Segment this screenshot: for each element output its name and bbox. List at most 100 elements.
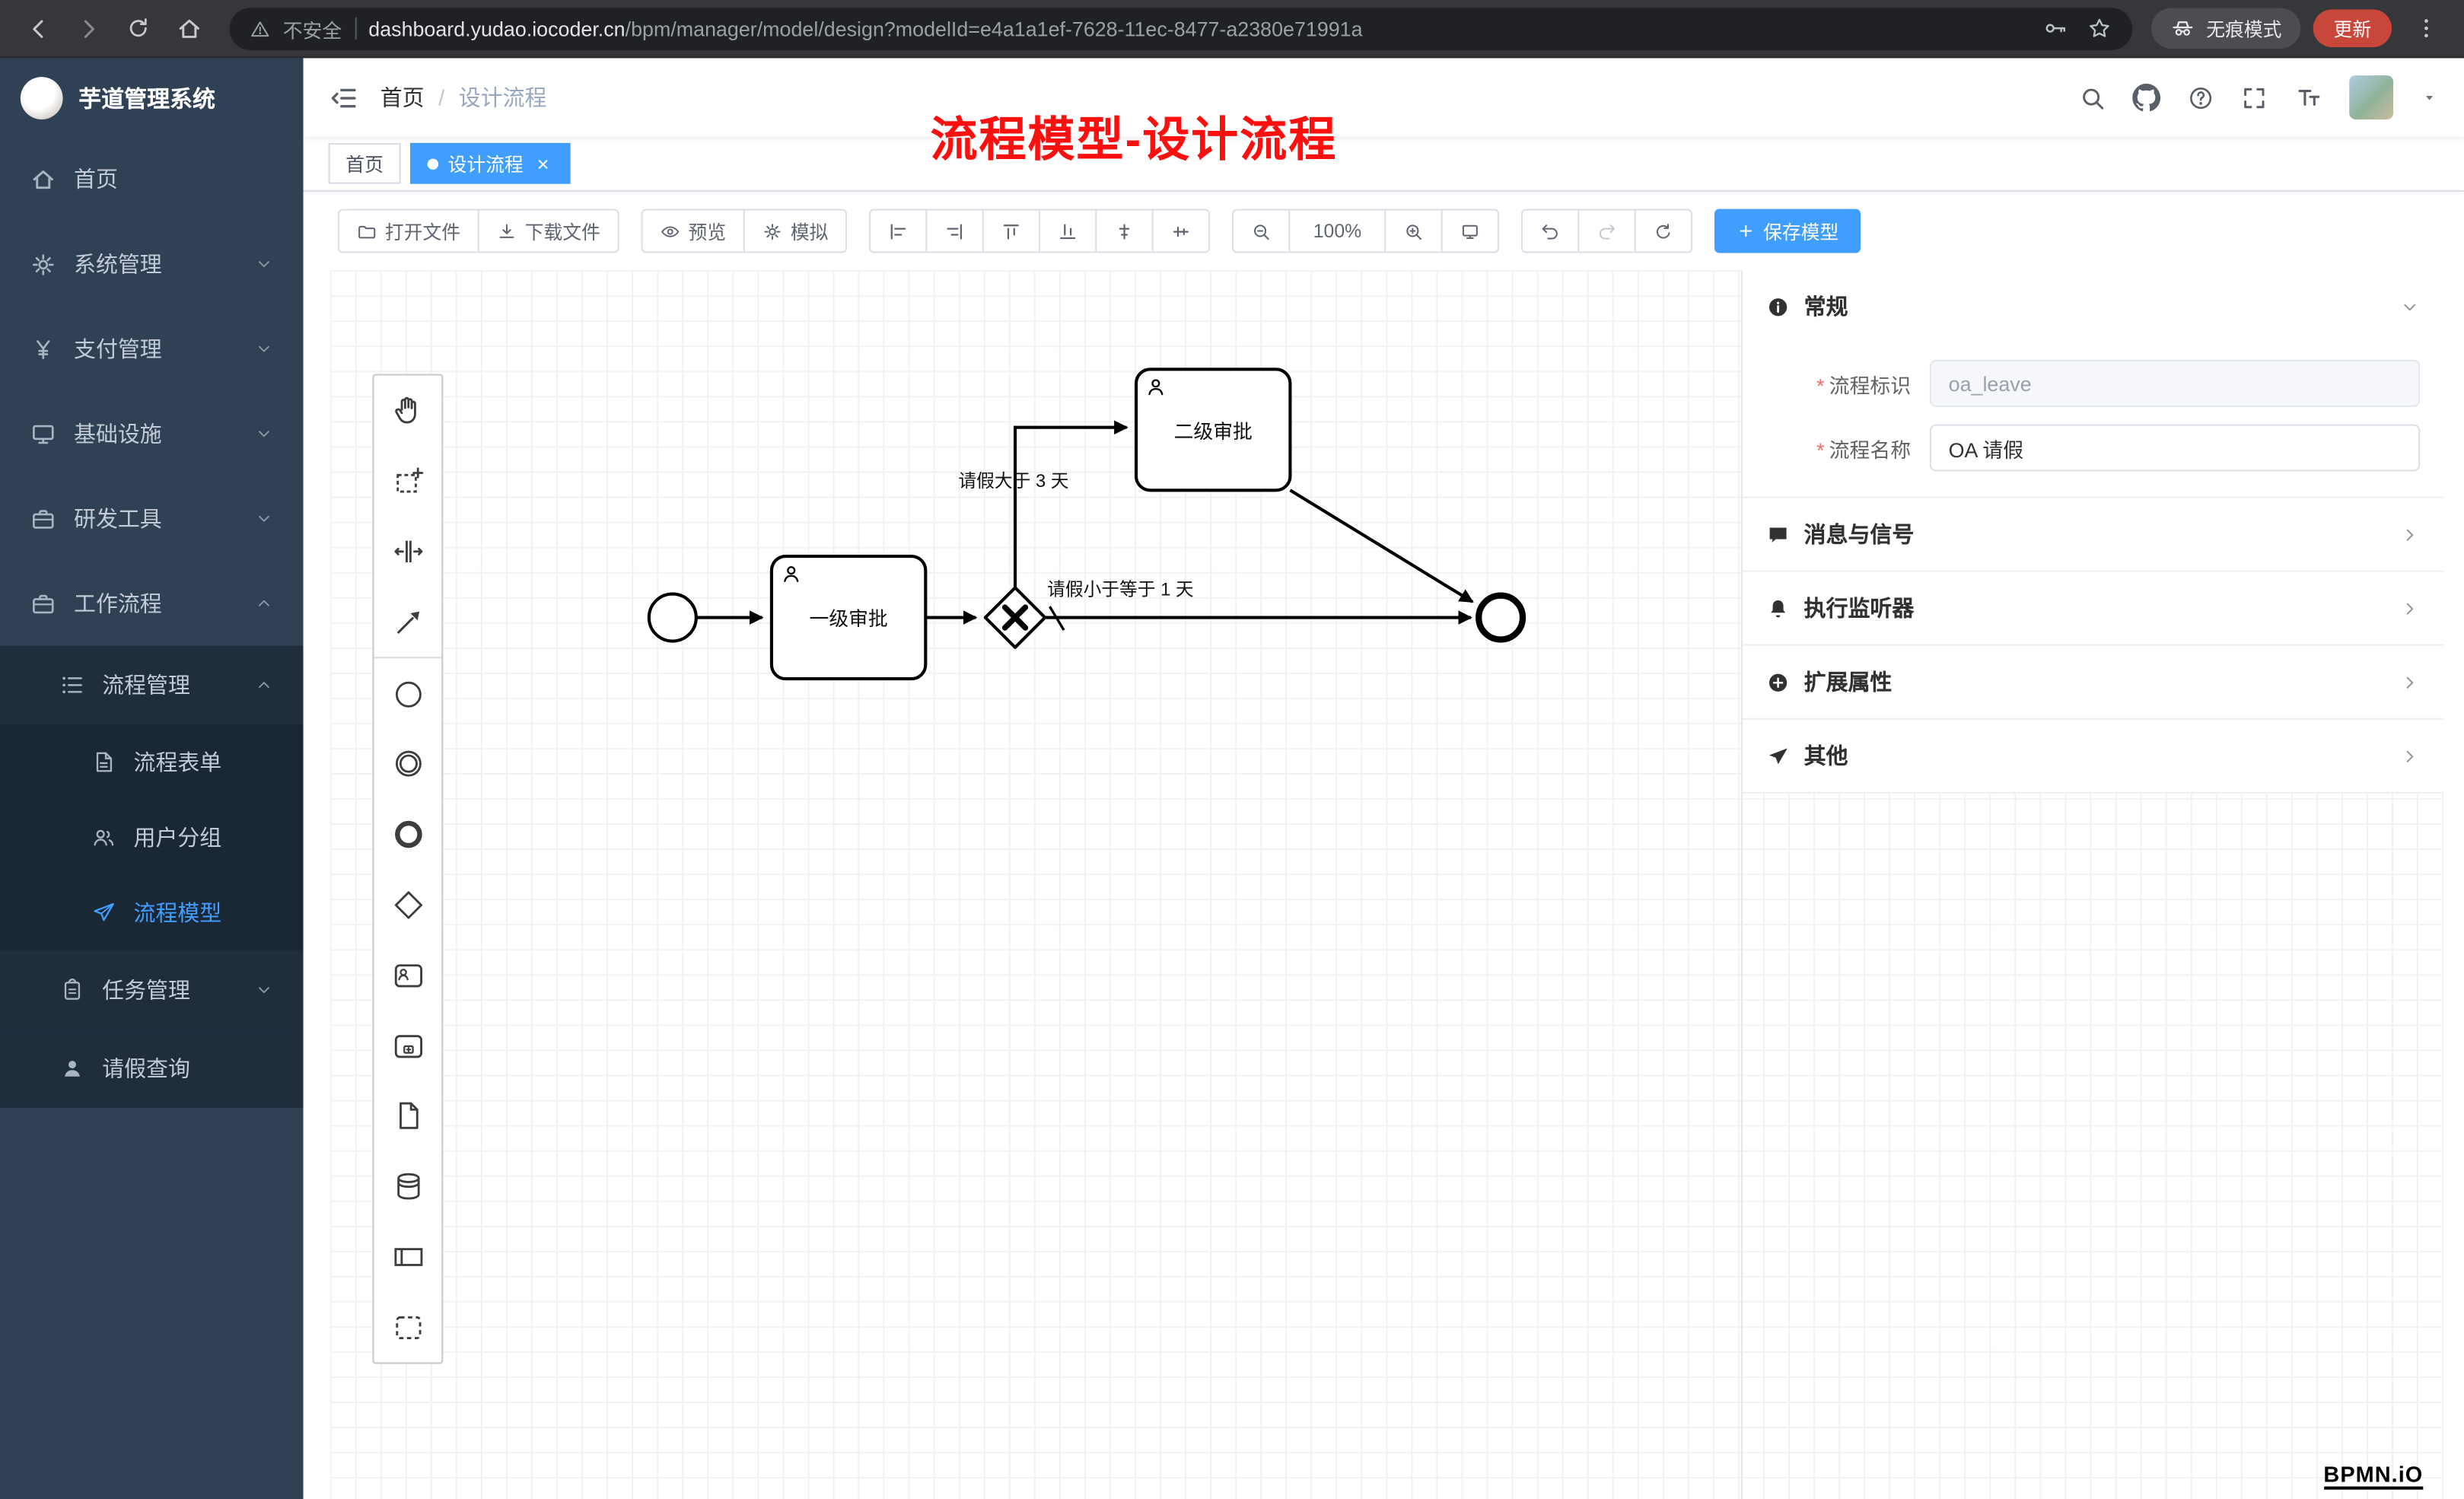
zoom-out-button[interactable] bbox=[1232, 208, 1291, 253]
palette-create-start-event[interactable] bbox=[374, 657, 442, 730]
key-icon[interactable] bbox=[2043, 16, 2068, 41]
palette-lasso-tool[interactable] bbox=[374, 446, 441, 517]
process-name-input[interactable] bbox=[1929, 424, 2421, 472]
sidebar-item-workflow[interactable]: 工作流程 bbox=[0, 561, 304, 646]
download-file-button[interactable]: 下载文件 bbox=[477, 208, 619, 253]
bpmn-io-watermark[interactable]: BPMN.iO bbox=[2323, 1461, 2424, 1490]
tab-close-icon[interactable] bbox=[533, 153, 553, 173]
align-right-button[interactable] bbox=[925, 208, 984, 253]
task-label[interactable]: 一级审批 bbox=[810, 608, 888, 630]
panel-section-other: 其他 bbox=[1743, 719, 2444, 794]
address-bar[interactable]: 不安全 dashboard.yudao.iocoder.cn/bpm/manag… bbox=[229, 7, 2133, 50]
panel-section-message-signal-header[interactable]: 消息与信号 bbox=[1743, 498, 2443, 571]
chevron-down-icon bbox=[2399, 296, 2420, 317]
sidebar-item-process-model[interactable]: 流程模型 bbox=[0, 875, 304, 951]
bpmn-diagram: 一级审批 二级审批 请假大于 3 天 请假小于等于 1 天 bbox=[647, 368, 1526, 681]
bpmn-task-first-approval[interactable]: 一级审批 bbox=[769, 554, 928, 681]
sidebar-item-process-mgmt[interactable]: 流程管理 bbox=[0, 645, 304, 724]
bpmn-flow-second-approval-to-end[interactable] bbox=[1289, 489, 1474, 603]
open-file-button[interactable]: 打开文件 bbox=[337, 208, 479, 253]
palette-create-group[interactable] bbox=[374, 1292, 441, 1363]
url-text[interactable]: dashboard.yudao.iocoder.cn/bpm/manager/m… bbox=[368, 16, 1363, 40]
sidebar-item-infrastructure[interactable]: 基础设施 bbox=[0, 391, 304, 476]
align-top-button[interactable] bbox=[982, 208, 1041, 253]
bpmn-end-event[interactable] bbox=[1476, 592, 1526, 643]
palette-create-data-store[interactable] bbox=[374, 1151, 441, 1222]
align-center-vertical-icon bbox=[1171, 221, 1192, 241]
palette-create-data-object[interactable] bbox=[374, 1081, 441, 1152]
tab-home[interactable]: 首页 bbox=[328, 142, 401, 184]
save-model-button[interactable]: 保存模型 bbox=[1714, 208, 1861, 253]
avatar-dropdown-caret[interactable] bbox=[2420, 88, 2439, 107]
zoom-level-display[interactable]: 100% bbox=[1288, 208, 1386, 253]
search-button[interactable] bbox=[2079, 84, 2106, 110]
panel-section-other-header[interactable]: 其他 bbox=[1743, 720, 2443, 792]
tab-design-process[interactable]: 设计流程 bbox=[410, 142, 571, 184]
palette-create-intermediate-event[interactable] bbox=[374, 729, 441, 800]
bookmark-star-icon[interactable] bbox=[2087, 16, 2112, 41]
panel-section-general-header[interactable]: 常规 bbox=[1743, 270, 2443, 342]
eye-icon bbox=[660, 221, 680, 241]
palette-space-tool[interactable] bbox=[374, 517, 441, 587]
palette-create-gateway[interactable] bbox=[374, 870, 441, 940]
palette-global-connect-tool[interactable] bbox=[374, 587, 441, 657]
bpmn-condition-label-less-equal[interactable]: 请假小于等于 1 天 bbox=[1047, 580, 1194, 600]
reset-view-button[interactable] bbox=[1441, 208, 1500, 253]
help-button[interactable] bbox=[2188, 84, 2214, 110]
browser-menu-button[interactable] bbox=[2405, 6, 2449, 50]
bpmn-exclusive-gateway[interactable] bbox=[983, 586, 1047, 649]
sidebar-item-process-form[interactable]: 流程表单 bbox=[0, 724, 304, 800]
align-center-horizontal-button[interactable] bbox=[1095, 208, 1154, 253]
browser-back-button[interactable] bbox=[16, 6, 60, 50]
sidebar-item-payment-mgmt[interactable]: 支付管理 bbox=[0, 307, 304, 392]
sidebar-item-home[interactable]: 首页 bbox=[0, 137, 304, 222]
align-center-vertical-button[interactable] bbox=[1151, 208, 1211, 253]
breadcrumb-home[interactable]: 首页 bbox=[380, 84, 425, 110]
sidebar-item-user-group[interactable]: 用户分组 bbox=[0, 800, 304, 876]
bpmn-condition-label-greater[interactable]: 请假大于 3 天 bbox=[958, 471, 1068, 492]
app-logo[interactable]: 芋道管理系统 bbox=[0, 58, 304, 136]
zoom-in-button[interactable] bbox=[1384, 208, 1443, 253]
browser-update-button[interactable]: 更新 bbox=[2313, 9, 2392, 47]
task-label[interactable]: 二级审批 bbox=[1174, 421, 1253, 443]
font-size-button[interactable] bbox=[2294, 83, 2322, 111]
undo-button[interactable] bbox=[1521, 208, 1580, 253]
bpmn-flow-gateway-to-second-approval[interactable] bbox=[1013, 420, 1129, 588]
bpmn-flow-gateway-to-end[interactable] bbox=[1045, 606, 1472, 631]
restart-button[interactable] bbox=[1634, 208, 1693, 253]
panel-section-extension-attrs-header[interactable]: 扩展属性 bbox=[1743, 646, 2443, 718]
align-center-horizontal-icon bbox=[1114, 221, 1135, 241]
end-event-icon bbox=[390, 817, 425, 851]
sidebar-item-system-mgmt[interactable]: 系统管理 bbox=[0, 221, 304, 307]
browser-home-button[interactable] bbox=[167, 6, 211, 50]
app-title: 芋道管理系统 bbox=[78, 87, 215, 113]
preview-button[interactable]: 预览 bbox=[641, 208, 745, 253]
process-key-input[interactable] bbox=[1929, 359, 2421, 407]
palette-create-subprocess[interactable] bbox=[374, 1010, 441, 1081]
sidebar-item-leave-query[interactable]: 请假查询 bbox=[0, 1029, 304, 1108]
fullscreen-button[interactable] bbox=[2241, 84, 2268, 110]
sidebar-item-dev-tools[interactable]: 研发工具 bbox=[0, 476, 304, 562]
bpmn-task-second-approval[interactable]: 二级审批 bbox=[1134, 368, 1292, 492]
align-left-button[interactable] bbox=[869, 208, 928, 253]
sidebar-item-task-mgmt[interactable]: 任务管理 bbox=[0, 950, 304, 1030]
simulate-button[interactable]: 模拟 bbox=[743, 208, 848, 253]
align-bottom-button[interactable] bbox=[1039, 208, 1097, 253]
bpmn-canvas[interactable]: 一级审批 二级审批 请假大于 3 天 请假小于等于 1 天 bbox=[303, 270, 2464, 1499]
bpmn-start-event[interactable] bbox=[647, 592, 698, 643]
security-label[interactable]: 不安全 bbox=[282, 19, 342, 42]
palette-create-participant[interactable] bbox=[374, 1222, 441, 1293]
palette-hand-tool[interactable] bbox=[374, 376, 441, 447]
browser-forward-button[interactable] bbox=[66, 6, 110, 50]
browser-reload-button[interactable] bbox=[116, 6, 161, 50]
redo-button[interactable] bbox=[1577, 208, 1636, 253]
palette-create-user-task[interactable] bbox=[374, 940, 441, 1011]
github-link[interactable] bbox=[2132, 83, 2160, 111]
chevron-right-icon bbox=[2399, 746, 2420, 766]
panel-section-execution-listener-header[interactable]: 执行监听器 bbox=[1743, 572, 2443, 644]
yen-icon bbox=[30, 336, 56, 362]
sidebar-fold-button[interactable] bbox=[329, 82, 358, 112]
user-avatar[interactable] bbox=[2349, 75, 2394, 119]
palette-create-end-event[interactable] bbox=[374, 800, 441, 870]
incognito-icon bbox=[2170, 16, 2195, 41]
